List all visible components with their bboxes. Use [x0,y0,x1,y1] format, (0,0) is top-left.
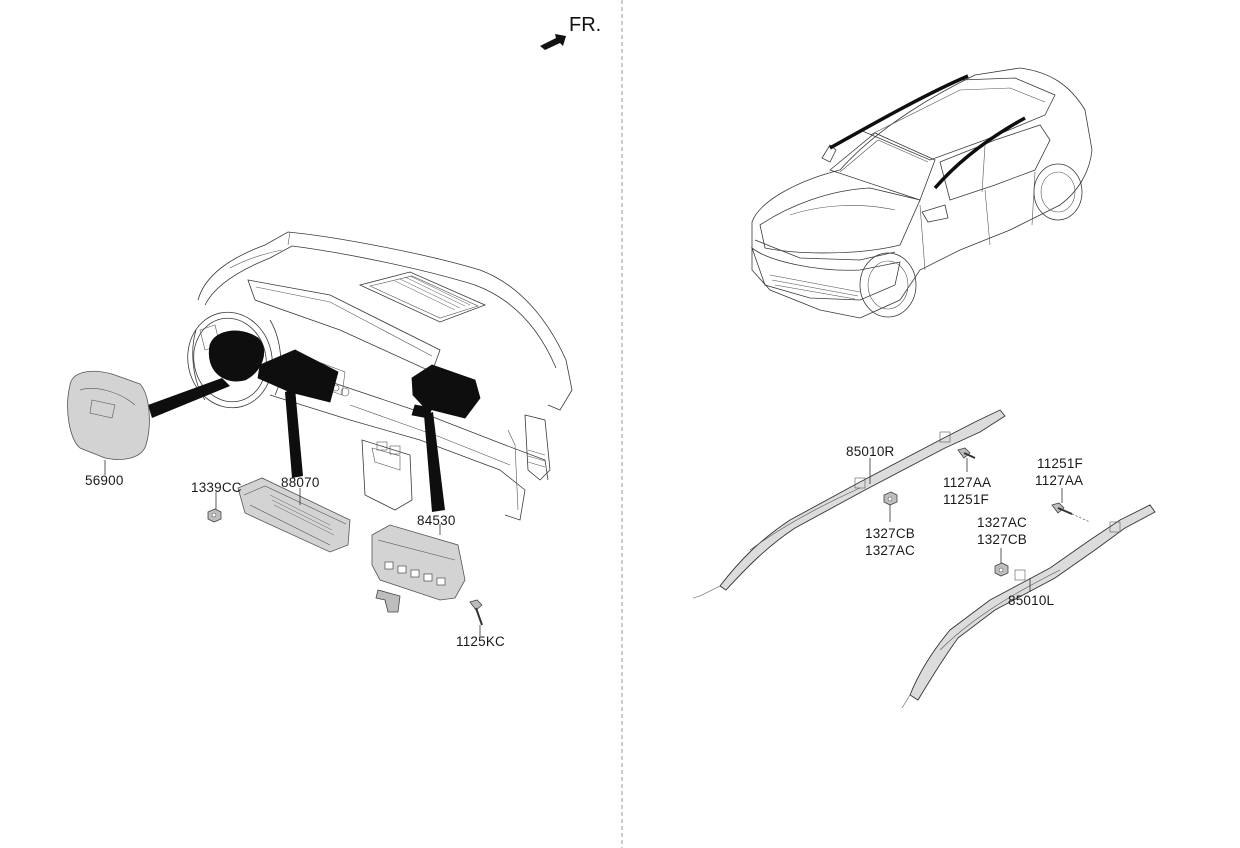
passenger-airbag-module [371,524,466,613]
part-label-1127aa-right: 1127AA [943,475,992,490]
knee-airbag-module [237,477,351,553]
part-label-1327cb-right: 1327CB [865,526,915,541]
part-label-85010l: 85010L [1008,593,1055,608]
bolt-1125kc [469,599,483,636]
passenger-airbag-installed [411,364,481,419]
part-label-1125kc: 1125KC [456,634,505,649]
curtain-airbag-left [901,504,1156,709]
part-label-11251f-left: 11251F [1037,456,1083,471]
driver-airbag-leader [148,378,230,418]
curtain-airbag-installed-right [829,74,969,150]
knee-airbag-leader [285,388,303,478]
part-label-84530: 84530 [417,513,456,528]
bolt-right-upper [957,447,976,472]
part-label-56900: 56900 [85,473,124,488]
nut-1339cc [207,492,222,523]
part-label-1327ac-left: 1327AC [977,515,1027,530]
knee-airbag-installed [257,349,339,403]
bolt-left-upper [1051,488,1091,523]
part-label-1327ac-right: 1327AC [865,543,915,558]
front-direction-label: FR. [569,14,602,36]
part-label-1127aa-left: 1127AA [1035,473,1084,488]
car-illustration [751,67,1093,319]
curtain-airbag-installed-left [933,116,1026,190]
part-label-88070: 88070 [281,475,320,490]
front-direction-arrow-icon [540,34,566,50]
part-label-11251f-right: 11251F [943,492,989,507]
driver-airbag-installed [208,330,265,382]
curtain-airbag-right [692,409,1006,599]
part-label-1339cc: 1339CC [191,480,242,495]
driver-airbag-cover [67,370,150,475]
nut-left [994,548,1009,577]
passenger-airbag-leader [424,412,445,512]
part-label-1327cb-left: 1327CB [977,532,1027,547]
nut-right [883,491,898,522]
part-label-85010r: 85010R [846,444,895,459]
